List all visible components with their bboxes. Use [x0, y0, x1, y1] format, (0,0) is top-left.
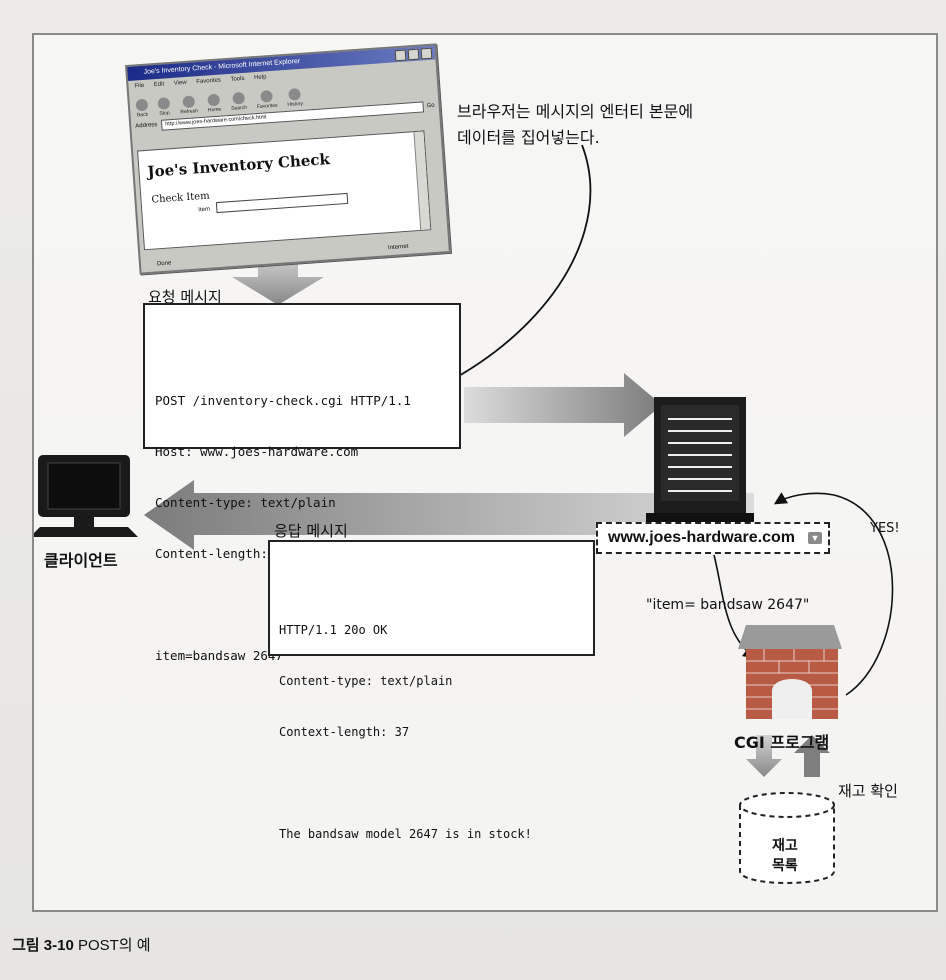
response-line-2: Content-type: text/plain: [279, 674, 453, 688]
client-computer-icon: [34, 455, 138, 537]
request-flow-arrow: [464, 373, 662, 437]
inventory-database-icon: [739, 792, 835, 884]
home-label: Home: [207, 106, 222, 114]
server-host: www.joes-hardware.com: [608, 529, 796, 546]
browser-window: Joe's Inventory Check - Microsoft Intern…: [125, 43, 451, 275]
back-icon: [135, 98, 149, 112]
caption-number: 그림 3-10: [12, 937, 74, 954]
cgi-program-icon: [738, 625, 842, 719]
history-label: History: [287, 100, 304, 108]
item-field-label: Item: [198, 206, 211, 214]
browser-annotation: 브라우저는 메시지의 엔터티 본문에 데이터를 집어넣는다.: [457, 99, 693, 151]
db-up-arrow: [794, 735, 830, 777]
menu-tools[interactable]: Tools: [230, 75, 245, 83]
search-button[interactable]: Search: [230, 91, 248, 112]
annotation-line1: 브라우저는 메시지의 엔터티 본문에: [457, 102, 694, 121]
menu-edit[interactable]: Edit: [153, 81, 165, 89]
back-label: Back: [136, 111, 149, 119]
request-message-box: POST /inventory-check.cgi HTTP/1.1 Host:…: [143, 303, 461, 663]
window-controls: [394, 47, 433, 62]
page-heading: Joe's Inventory Check: [146, 150, 331, 181]
stop-label: Stop: [159, 110, 170, 117]
chevron-down-icon: ▼: [808, 532, 822, 544]
caption-text: POST의 예: [73, 937, 151, 954]
db-label-line2: 목록: [772, 858, 798, 874]
vertical-scrollbar[interactable]: [413, 131, 431, 230]
search-icon: [232, 91, 245, 105]
db-down-arrow: [746, 735, 782, 777]
refresh-button[interactable]: Refresh: [179, 95, 198, 115]
cgi-call-arrow: [713, 554, 757, 659]
refresh-label: Refresh: [180, 108, 199, 116]
favorites-button[interactable]: Favorites: [256, 89, 278, 111]
status-zone: Internet: [387, 243, 409, 252]
yes-label: YES!: [870, 521, 900, 536]
response-line-4: [279, 775, 593, 792]
db-label-line1: 재고: [772, 838, 798, 854]
response-body: The bandsaw model 2647 is in stock!: [279, 827, 532, 841]
stop-button[interactable]: Stop: [157, 97, 171, 117]
menu-file[interactable]: File: [134, 82, 145, 90]
figure-caption: 그림 3-10 POST의 예: [12, 934, 151, 955]
request-line-2: Host: www.joes-hardware.com: [155, 444, 359, 459]
close-icon[interactable]: [420, 47, 433, 60]
search-label: Search: [231, 104, 248, 112]
cgi-input-label: "item= bandsaw 2647": [646, 597, 810, 613]
history-icon: [288, 87, 301, 101]
status-text: Done: [156, 260, 172, 268]
back-button[interactable]: Back: [135, 98, 149, 119]
server-host-badge: www.joes-hardware.com ▼: [596, 522, 830, 554]
response-label: 응답 메시지: [274, 522, 348, 540]
request-label: 요청 메시지: [148, 288, 222, 306]
history-button[interactable]: History: [286, 87, 304, 108]
request-line-3: Content-type: text/plain: [155, 495, 336, 510]
yes-curve-arrow: [773, 492, 894, 696]
form-label: Check Item: [151, 190, 210, 206]
server-icon: [646, 397, 754, 527]
cgi-program-label: CGI 프로그램: [734, 733, 830, 752]
annotation-line2: 데이터를 집어넣는다.: [457, 128, 600, 147]
home-icon: [207, 93, 221, 107]
browser-content: Joe's Inventory Check Check Item Item: [137, 130, 432, 251]
response-message-box: HTTP/1.1 20o OK Content-type: text/plain…: [268, 540, 595, 841]
home-button[interactable]: Home: [207, 93, 222, 114]
maximize-icon[interactable]: [407, 48, 420, 61]
go-button[interactable]: Go: [426, 102, 435, 110]
response-line-3: Context-length: 37: [279, 725, 410, 739]
minimize-icon[interactable]: [394, 49, 407, 62]
favorites-icon: [260, 89, 273, 103]
menu-help[interactable]: Help: [253, 74, 267, 82]
refresh-icon: [182, 95, 195, 109]
address-label: Address: [135, 122, 158, 130]
diagram-canvas: [34, 144, 894, 884]
inventory-check-label: 재고 확인: [838, 782, 898, 800]
request-line-1: POST /inventory-check.cgi HTTP/1.1: [155, 393, 411, 408]
request-down-arrow: [232, 255, 324, 305]
client-label: 클라이언트: [44, 551, 118, 570]
item-input[interactable]: [215, 192, 349, 214]
favorites-label: Favorites: [256, 102, 278, 111]
menu-favorites[interactable]: Favorites: [196, 77, 222, 86]
response-line-1: HTTP/1.1 20o OK: [279, 623, 388, 637]
menu-view[interactable]: View: [173, 79, 187, 87]
stop-icon: [157, 97, 171, 110]
